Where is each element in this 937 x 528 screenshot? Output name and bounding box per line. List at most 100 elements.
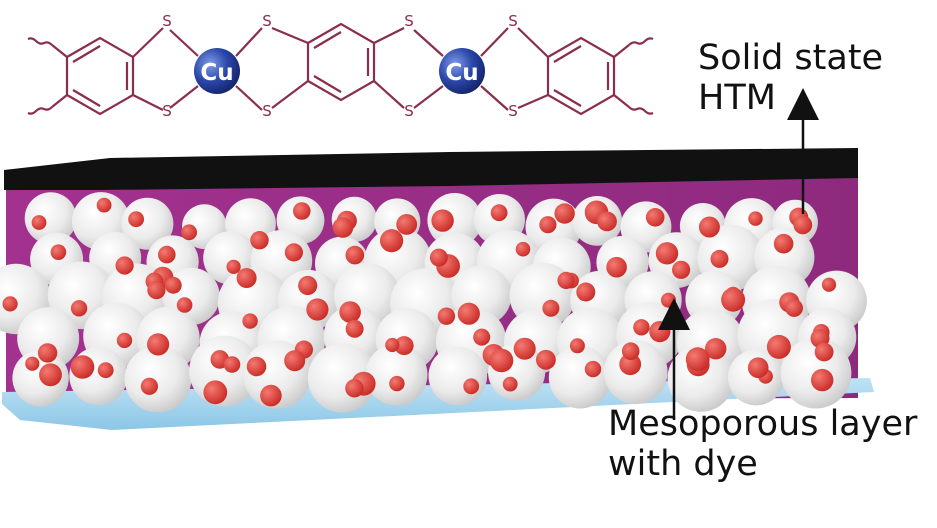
dye-molecule — [473, 328, 491, 346]
sulfur-atom: S — [162, 102, 172, 120]
benzene-ring-left — [65, 36, 135, 116]
dye-molecule — [158, 245, 176, 264]
dye-molecule — [31, 215, 47, 230]
dye-molecule — [619, 353, 642, 376]
dye-molecule — [250, 231, 269, 250]
dye-molecule — [785, 299, 803, 317]
dye-molecule — [490, 204, 508, 222]
dye-molecule — [236, 268, 257, 288]
dye-molecule — [128, 211, 145, 228]
benzene-ring-middle — [306, 22, 376, 102]
dye-molecule — [396, 214, 418, 235]
dye-molecule — [437, 307, 456, 325]
dye-molecule — [345, 379, 364, 398]
dye-molecule — [116, 332, 133, 349]
dye-molecules — [2, 197, 837, 407]
nanoparticle — [667, 345, 735, 412]
htm-label: Solid state HTM — [698, 38, 883, 118]
dye-molecule — [621, 342, 640, 361]
dye-molecule — [306, 298, 329, 321]
dye-molecule — [345, 319, 364, 338]
dye-molecule — [97, 362, 114, 379]
dye-molecule — [115, 256, 134, 275]
benzene-ring-right — [546, 36, 616, 116]
dye-molecule — [246, 356, 267, 377]
dye-molecule — [710, 249, 729, 268]
sulfur-atom: S — [404, 102, 414, 120]
dye-molecule — [181, 224, 198, 241]
dye-molecule — [821, 277, 837, 292]
dye-molecule — [25, 356, 40, 371]
dye-molecule — [705, 338, 727, 360]
dye-molecule — [672, 260, 691, 279]
dye-molecule — [284, 350, 306, 372]
mesoporous-label: Mesoporous layer with dye — [608, 404, 917, 484]
dye-molecule — [766, 334, 791, 359]
nanoparticle — [427, 193, 482, 248]
dye-molecule — [242, 313, 258, 329]
copper-atom-label: Cu — [200, 60, 233, 86]
dye-molecule — [50, 244, 67, 260]
dye-molecule — [557, 271, 575, 289]
dye-molecule — [542, 299, 560, 317]
dye-molecule — [584, 360, 602, 378]
dye-molecule — [502, 376, 518, 392]
copper-atom: Cu — [194, 48, 240, 94]
dye-molecule — [176, 297, 193, 313]
dye-molecule — [380, 229, 404, 253]
dye-molecule — [226, 259, 241, 274]
wavy-bond-right-bottom — [628, 106, 654, 115]
dye-molecule — [147, 333, 170, 356]
dye-molecule — [793, 215, 813, 235]
dye-molecule — [773, 233, 794, 254]
sulfur-atom: S — [508, 12, 518, 30]
dye-molecule — [513, 337, 536, 360]
dye-molecule — [203, 380, 228, 405]
dye-molecule — [597, 211, 617, 232]
dye-molecule — [284, 243, 303, 262]
sulfur-atom: S — [262, 102, 272, 120]
dye-molecule — [814, 342, 834, 362]
dye-molecule — [96, 197, 112, 213]
dye-molecule — [140, 377, 158, 395]
top-electrode — [4, 148, 858, 190]
dye-molecule — [698, 216, 720, 238]
dye-molecule — [539, 216, 557, 234]
dye-molecule — [164, 276, 182, 294]
dye-molecule — [260, 384, 282, 407]
sulfur-atom: S — [508, 102, 518, 120]
wavy-bond-left-bottom — [27, 106, 53, 115]
dye-molecule — [39, 363, 62, 387]
dye-molecule — [633, 319, 650, 336]
dye-molecule — [489, 348, 514, 373]
htm-label-line2: HTM — [698, 78, 776, 118]
mesoporous-arrow — [658, 298, 690, 420]
dye-molecule — [389, 375, 405, 392]
dye-molecule — [223, 356, 241, 373]
dye-molecule — [515, 241, 531, 257]
nanoparticle — [548, 346, 612, 409]
dye-molecule — [37, 343, 58, 363]
cu-polymer-structure — [27, 22, 654, 116]
dye-molecule — [457, 302, 480, 325]
dye-molecule — [721, 287, 746, 312]
copper-atom-label: Cu — [445, 60, 478, 86]
dye-molecule — [655, 242, 679, 265]
nanoparticle — [365, 343, 428, 406]
dye-molecule — [747, 357, 769, 379]
dye-molecule — [298, 275, 318, 296]
dye-molecule — [345, 245, 365, 265]
dye-molecule — [339, 301, 361, 323]
dye-molecule — [645, 208, 665, 227]
dye-molecule — [748, 211, 763, 226]
wavy-bond-left-top — [27, 37, 53, 46]
dye-molecule — [431, 209, 454, 232]
dye-molecule — [293, 202, 311, 220]
nanoparticle — [428, 346, 488, 406]
nanoparticle — [121, 197, 174, 250]
dye-molecule — [70, 355, 95, 379]
dye-molecule — [554, 203, 575, 224]
nanoparticle — [24, 192, 77, 245]
mesoporous-label-line1: Mesoporous layer — [608, 404, 918, 444]
